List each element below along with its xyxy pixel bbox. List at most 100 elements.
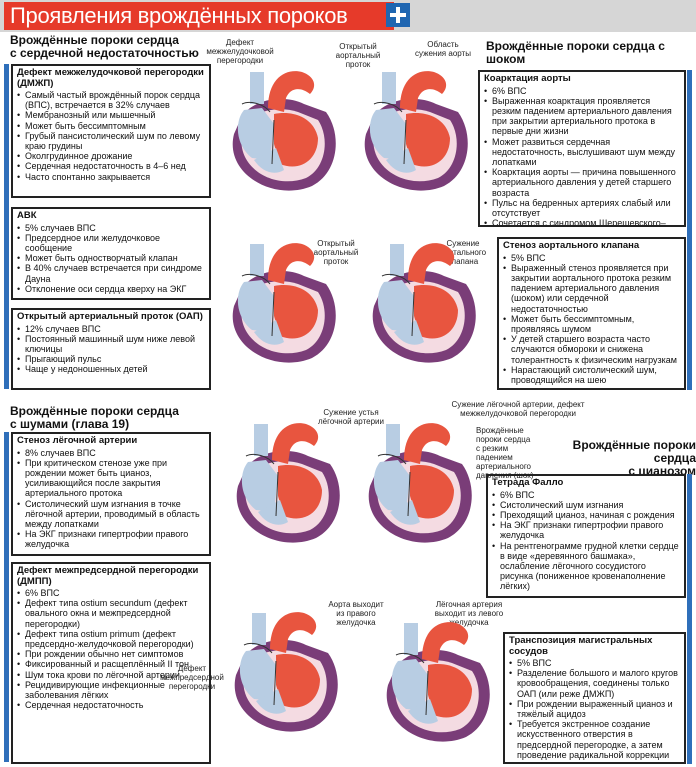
list-item: Околгрудинное дрожание: [17, 151, 205, 161]
section-heading-line: Врождённые пороки сердца: [572, 438, 696, 465]
box-list: 8% случаев ВПСПри критическом стенозе уж…: [17, 448, 205, 550]
list-item: Сочетается с синдромом Шерешевского–Тёрн…: [484, 218, 680, 225]
box-list: 5% случаев ВПСПредсердное или желудочков…: [17, 223, 205, 295]
label-open-duct: Открытый аортальный проток: [313, 239, 359, 266]
label-vsd-defect: Дефект межжелудочковой перегородки: [206, 38, 274, 65]
section-heading-line: Врождённые пороки сердца: [10, 33, 179, 47]
box-title: Стеноз лёгочной артерии: [17, 435, 138, 446]
label-coarct-area: Область сужения аорты: [415, 40, 471, 58]
box-pulm-stenosis: Стеноз лёгочной артерии 8% случаев ВПСПр…: [11, 432, 211, 556]
list-item: Прыгающий пульс: [17, 354, 205, 364]
box-title: Дефект межжелудочковой перегородки (ДМЖП…: [17, 67, 204, 89]
label-aorta-from-rv: Аорта выходит из правого желудочка: [328, 600, 384, 627]
box-aortic-stenosis: Стеноз аортального клапана 5% ВПСВыражен…: [497, 237, 686, 390]
list-item: Постоянный машинный шум ниже левой ключи…: [17, 334, 205, 354]
list-item: Требуется экстренное создание искусствен…: [509, 719, 680, 762]
list-item: 5% ВПС: [509, 658, 680, 668]
accent-bar: [687, 474, 692, 764]
list-item: Сердечная недостаточность в 4–6 нед: [17, 161, 205, 171]
list-item: Может быть бессимптомным: [17, 121, 205, 131]
label-asd-defect: Дефект межпредсердной перегородки: [160, 664, 224, 691]
heart-transposition-diagram: [386, 621, 491, 743]
list-item: Чаще у недоношенных детей: [17, 364, 205, 374]
heart-pulm-stenosis-diagram: [236, 422, 341, 544]
list-item: Преходящий цианоз, начиная с рождения: [492, 510, 680, 520]
accent-bar: [4, 432, 9, 762]
list-item: 12% случаев ВПС: [17, 324, 205, 334]
heart-coarctation-diagram: [364, 70, 469, 192]
list-item: Может быть одностворчатый клапан: [17, 253, 205, 263]
box-vsd: Дефект межжелудочковой перегородки (ДМЖП…: [11, 64, 211, 198]
list-item: Пульс на бедренных артериях слабый или о…: [484, 198, 680, 218]
section-shock: Врождённые пороки сердца с шоком: [486, 39, 665, 66]
list-item: 5% случаев ВПС: [17, 223, 205, 233]
list-item: Может быть бессимптомным, проявляясь шум…: [503, 314, 680, 334]
list-item: При рождении обычно нет симптомов: [17, 649, 205, 659]
box-pda: Открытый артериальный проток (ОАП) 12% с…: [11, 308, 211, 390]
list-item: Коарктация аорты — причина повышенного а…: [484, 167, 680, 198]
list-item: Дефект типа ostium secundum (дефект овал…: [17, 598, 205, 629]
list-item: На рентгенограмме грудной клетки сердце …: [492, 541, 680, 592]
box-asd: Дефект межпредсердной перегородки (ДМПП)…: [11, 562, 211, 764]
box-list: 6% ВПСВыраженная коарктация проявляется …: [484, 86, 680, 226]
box-list: Самый частый врождённый порок сердца (ВП…: [17, 90, 205, 182]
list-item: Предсердное или желудочковое сообщение: [17, 233, 205, 253]
box-transposition: Транспозиция магистральных сосудов 5% ВП…: [503, 632, 686, 764]
list-item: 6% ВПС: [17, 588, 205, 598]
list-item: Нарастающий систолический шум, проводящи…: [503, 365, 680, 385]
list-item: Выраженный стеноз проявляется при закрыт…: [503, 263, 680, 314]
list-item: У детей старшего возраста часто случаютс…: [503, 334, 680, 365]
list-item: 6% ВПС: [484, 86, 680, 96]
box-list: 5% ВПСРазделение большого и малого круго…: [509, 658, 680, 762]
list-item: Самый частый врождённый порок сердца (ВП…: [17, 90, 205, 110]
box-tetralogy: Тетрада Фалло 6% ВПССистолический шум из…: [486, 474, 686, 598]
list-item: Сердечная недостаточность: [17, 700, 205, 710]
label-pa-from-lv: Лёгочная артерия выходит из левого желуд…: [434, 600, 504, 627]
heart-vsd-diagram: [232, 70, 337, 192]
medical-cross-icon: [386, 3, 410, 27]
list-item: Рецидивирующие инфекционные заболевания …: [17, 680, 205, 700]
label-shock-note: Врождённые пороки сердца с резким падени…: [476, 426, 534, 480]
list-item: Фиксированный и расщеплённый II тон: [17, 659, 205, 669]
heart-tetralogy-diagram: [368, 422, 473, 544]
page-title: Проявления врождённых пороков сердца: [4, 2, 394, 56]
section-cyanosis: Врождённые пороки сердца с цианозом: [534, 439, 696, 478]
list-item: Грубый пансистолический шум по левому кр…: [17, 131, 205, 151]
box-avk: АВК 5% случаев ВПСПредсердное или желудо…: [11, 207, 211, 300]
list-item: При рождении выраженный цианоз и тяжёлый…: [509, 699, 680, 719]
list-item: На ЭКГ признаки гипертрофии правого желу…: [17, 529, 205, 549]
list-item: Может развиться сердечная недостаточност…: [484, 137, 680, 168]
list-item: 6% ВПС: [492, 490, 680, 500]
box-coarctation: Коарктация аорты 6% ВПСВыраженная коаркт…: [478, 70, 686, 227]
box-title: АВК: [17, 210, 37, 221]
list-item: Часто спонтанно закрывается: [17, 172, 205, 182]
label-valve-narrowing: Сужение аортального клапана: [439, 239, 487, 266]
section-heading-line: Врождённые пороки сердца: [10, 404, 179, 418]
box-title: Тетрада Фалло: [492, 477, 564, 488]
list-item: Разделение большого и малого кругов кров…: [509, 668, 680, 699]
box-title: Стеноз аортального клапана: [503, 240, 640, 251]
label-pulm-tof: Сужение лёгочной артерии, дефект межжелу…: [451, 400, 585, 418]
section-heading-line: с шумами (глава 19): [10, 417, 130, 431]
title-banner: Проявления врождённых пороков сердца: [0, 0, 696, 56]
box-list: 5% ВПСВыраженный стеноз проявляется при …: [503, 253, 680, 386]
section-murmur: Врождённые пороки сердца с шумами (глава…: [10, 405, 179, 431]
box-list: 12% случаев ВПСПостоянный машинный шум н…: [17, 324, 205, 375]
list-item: На ЭКГ признаки гипертрофии правого желу…: [492, 520, 680, 540]
box-title: Коарктация аорты: [484, 73, 571, 84]
box-list: 6% ВПССистолический шум изгнанияПреходящ…: [492, 490, 680, 592]
list-item: Дефект типа ostium primum (дефект предсе…: [17, 629, 205, 649]
box-list: 6% ВПСДефект типа ostium secundum (дефек…: [17, 588, 205, 711]
section-heading-line: с сердечной недостаточностью: [10, 46, 199, 60]
label-pulm-narrowing: Сужение устья лёгочной артерии: [318, 408, 384, 426]
list-item: В 40% случаев встречается при синдроме Д…: [17, 263, 205, 283]
list-item: 5% ВПС: [503, 253, 680, 263]
list-item: При критическом стенозе уже при рождении…: [17, 458, 205, 499]
list-item: 8% случаев ВПС: [17, 448, 205, 458]
list-item: Систолический шум изгнания: [492, 500, 680, 510]
list-item: Мембранозный или мышечный: [17, 110, 205, 120]
heart-avk-diagram: [232, 242, 337, 364]
list-item: Отклонение оси сердца кверху на ЭКГ: [17, 284, 205, 294]
box-title: Дефект межпредсердной перегородки (ДМПП): [17, 565, 199, 587]
label-open-duct: Открытый аортальный проток: [335, 42, 381, 69]
